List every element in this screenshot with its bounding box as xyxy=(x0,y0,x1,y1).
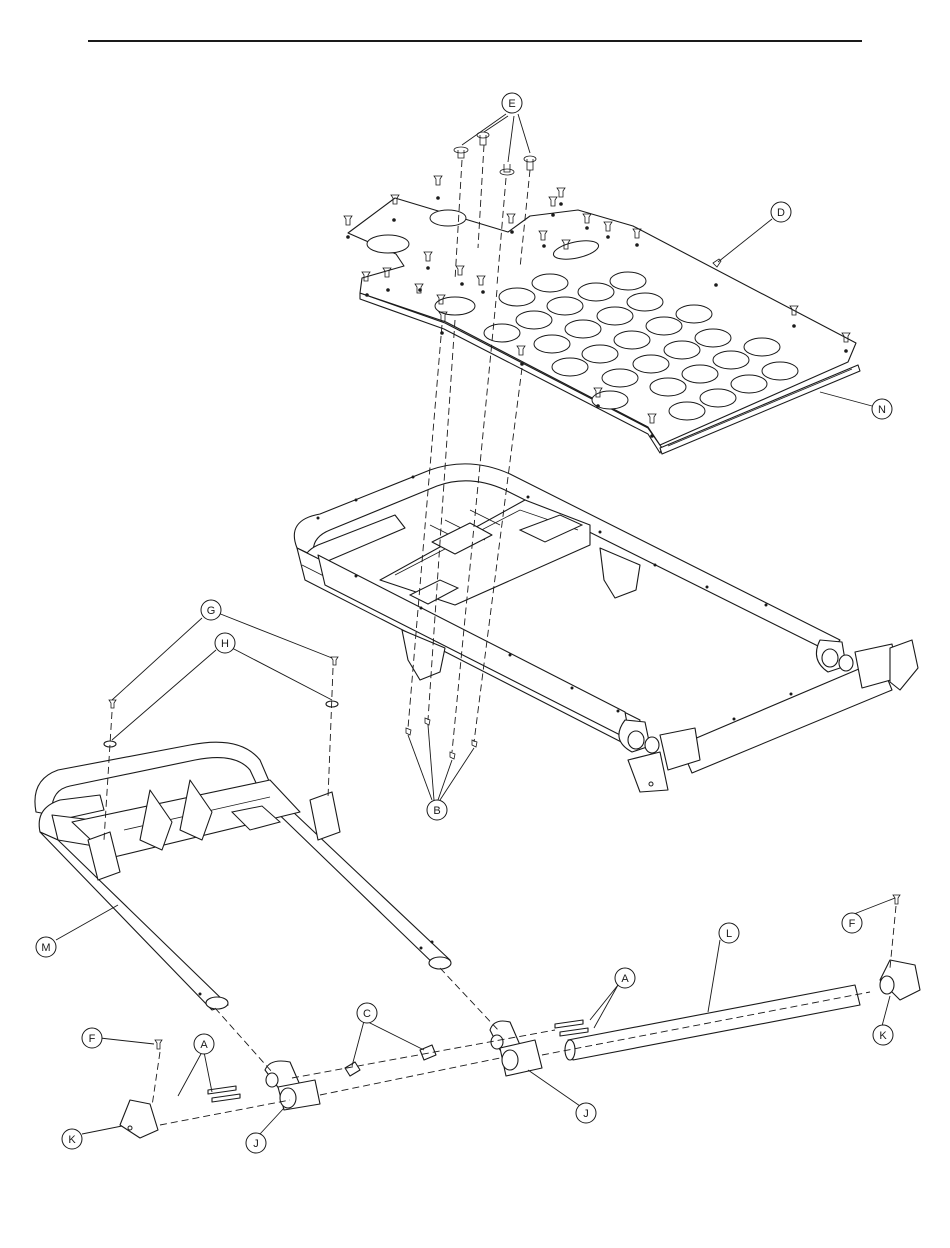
callout-a-left-label: A xyxy=(200,1039,208,1051)
callout-k-left-label: K xyxy=(68,1134,76,1146)
callout-k-right: K xyxy=(873,1025,893,1045)
upper-frame xyxy=(294,464,918,792)
callout-f-right-label: F xyxy=(849,918,856,930)
callout-b: B xyxy=(427,800,447,820)
callout-j-right-label: J xyxy=(583,1108,589,1120)
callout-e-label: E xyxy=(508,98,515,110)
top-plate-n xyxy=(346,196,860,454)
callout-h: H xyxy=(215,633,235,653)
callout-j-right: J xyxy=(576,1103,596,1123)
callout-h-label: H xyxy=(221,638,229,650)
callout-a-right: A xyxy=(615,968,635,988)
callout-n: N xyxy=(872,399,892,419)
bracket-k-left xyxy=(120,1100,158,1138)
callout-m: M xyxy=(36,937,56,957)
callout-j-left-label: J xyxy=(253,1138,259,1150)
callout-f-left-label: F xyxy=(89,1033,96,1045)
callout-c: C xyxy=(357,1003,377,1023)
callout-m-label: M xyxy=(41,942,50,954)
callout-k-left: K xyxy=(62,1129,82,1149)
callout-n-label: N xyxy=(878,404,886,416)
callout-b-label: B xyxy=(433,805,440,817)
callout-d: D xyxy=(771,202,791,222)
hardware-b xyxy=(406,718,477,759)
callout-l-label: L xyxy=(726,928,732,940)
callout-d-label: D xyxy=(777,207,785,219)
bracket-k-right xyxy=(880,960,920,1000)
callout-k-right-label: K xyxy=(879,1030,887,1042)
hinge-j-right xyxy=(490,1021,542,1076)
callout-j-left: J xyxy=(246,1133,266,1153)
callout-f-right: F xyxy=(842,913,862,933)
hinge-j-left xyxy=(265,1061,320,1110)
lower-frame-m xyxy=(35,742,451,1010)
callout-l: L xyxy=(719,923,739,943)
callout-c-label: C xyxy=(363,1008,371,1020)
screws-f xyxy=(155,895,900,1049)
callout-g-label: G xyxy=(207,605,216,617)
callout-a-right-label: A xyxy=(621,973,629,985)
callout-e: E xyxy=(502,93,522,113)
callout-g: G xyxy=(201,600,221,620)
hardware-g-h xyxy=(104,657,338,747)
callout-a-left: A xyxy=(194,1034,214,1054)
callout-f-left: F xyxy=(82,1028,102,1048)
